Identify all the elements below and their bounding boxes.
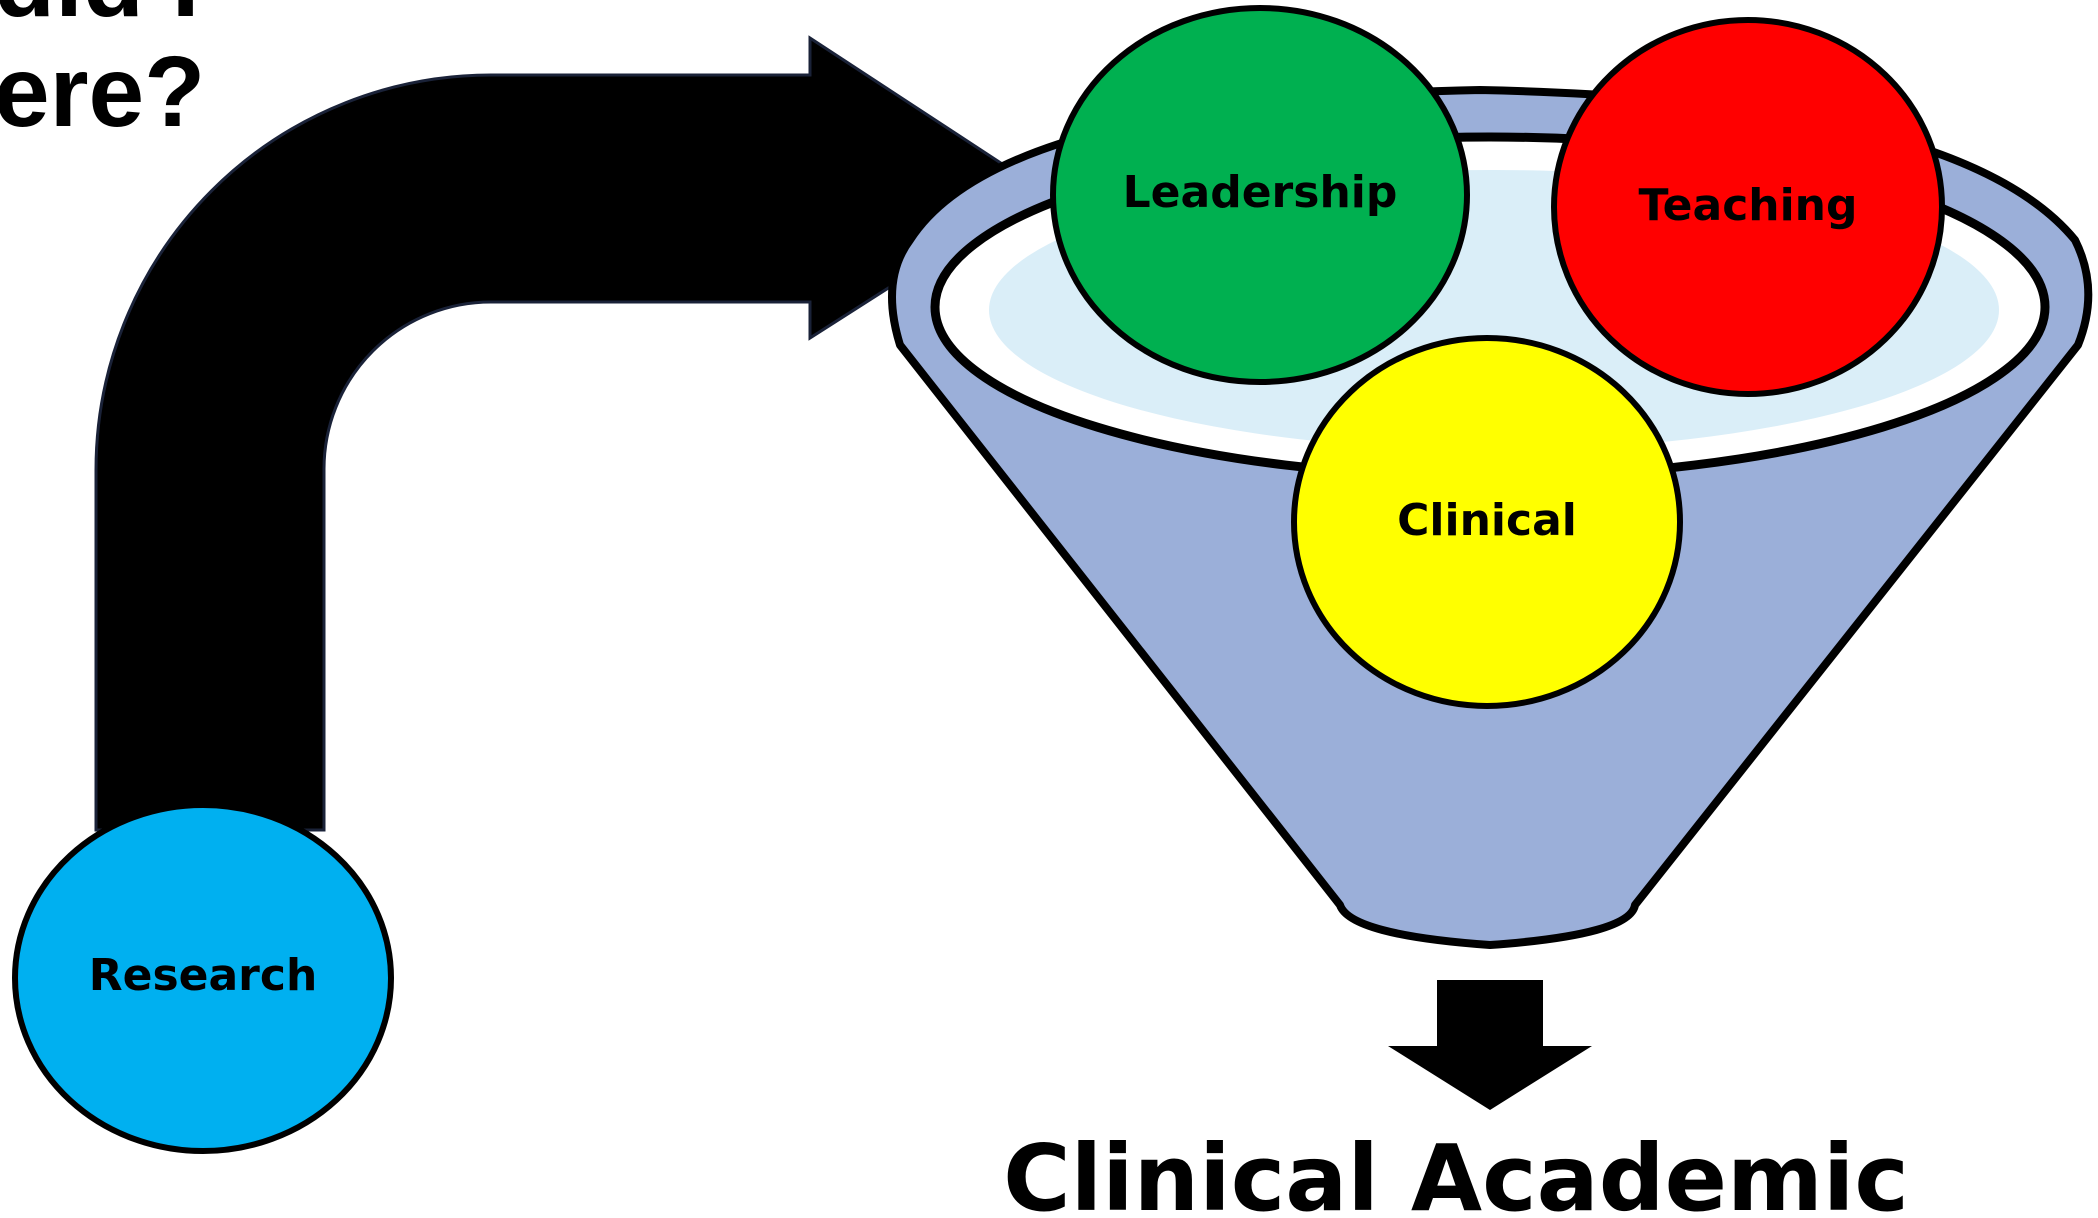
- research-node: Research: [12, 802, 394, 1154]
- teaching-node: Teaching: [1551, 17, 1945, 397]
- result-label: Clinical Academic: [1003, 1125, 1909, 1218]
- title-line-2: ere?: [0, 36, 206, 148]
- clinical-circle: [1291, 335, 1683, 709]
- teaching-label: Teaching: [1638, 180, 1857, 231]
- leadership-node: Leadership: [1050, 5, 1470, 385]
- curved-arrow: [94, 35, 1045, 832]
- research-label: Research: [89, 950, 318, 1001]
- funnel-spout: [1336, 903, 1639, 949]
- clinical-label: Clinical: [1397, 495, 1577, 546]
- clinical-node: Clinical: [1291, 335, 1683, 709]
- leadership-circle: [1050, 5, 1470, 385]
- down-arrow: [1388, 980, 1592, 1110]
- leadership-label: Leadership: [1123, 167, 1398, 218]
- teaching-circle: [1551, 17, 1945, 397]
- research-circle: [12, 802, 394, 1154]
- title-line-1: did I: [0, 0, 200, 32]
